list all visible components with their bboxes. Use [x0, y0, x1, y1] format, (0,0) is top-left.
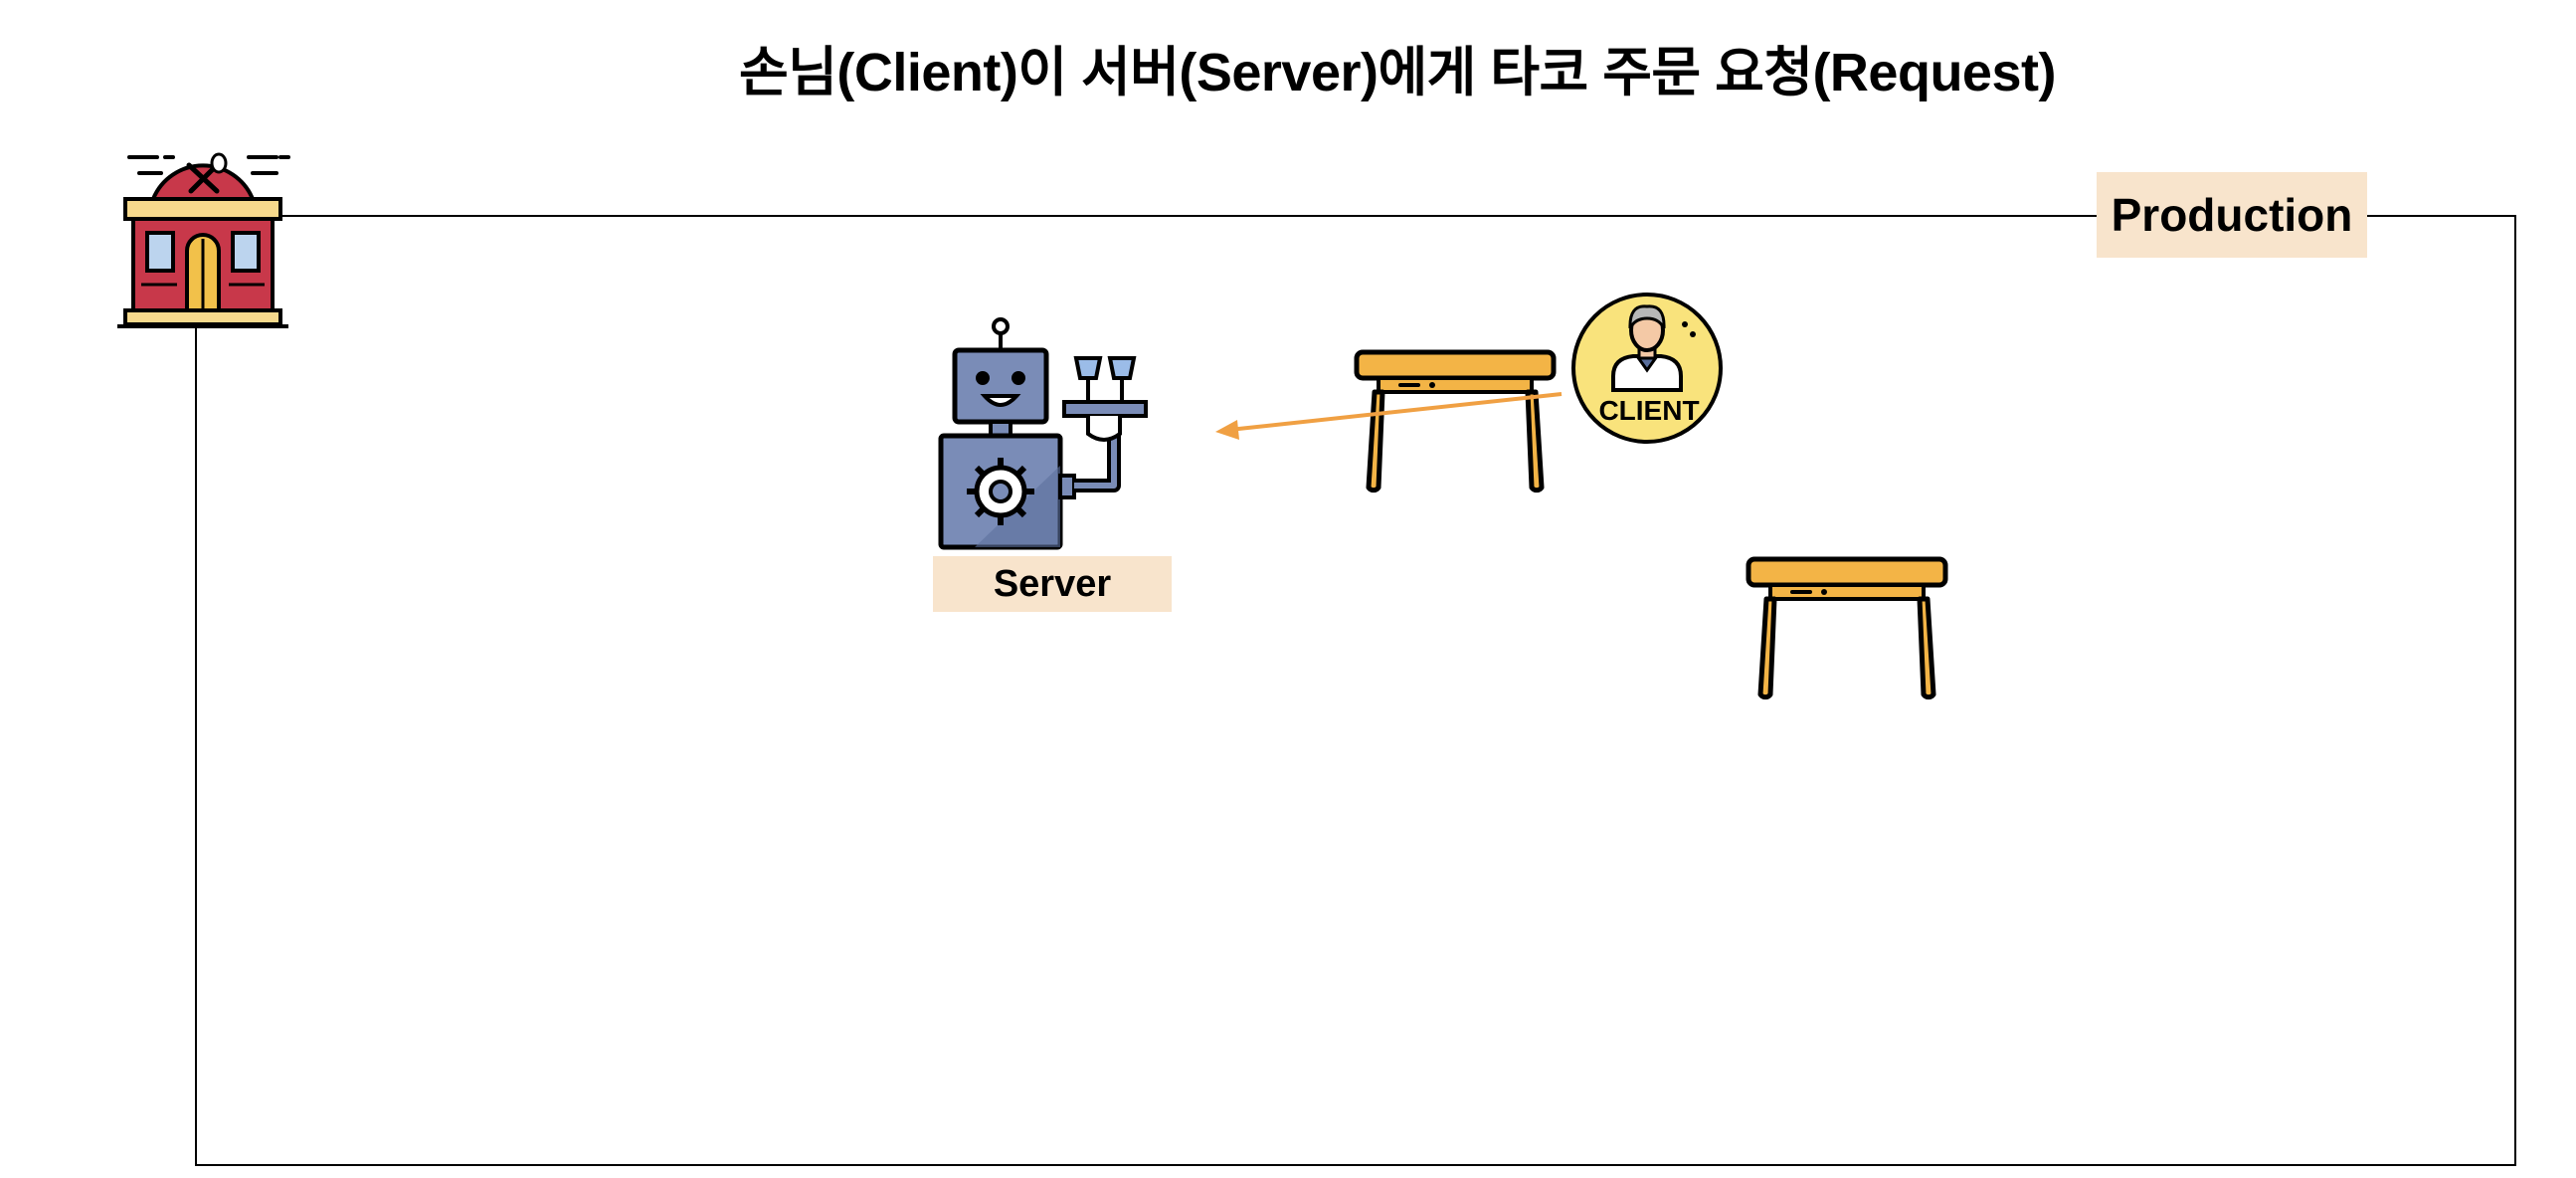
table-icon: [1746, 556, 1948, 700]
production-label: Production: [2097, 172, 2367, 258]
diagram-title: 손님(Client)이 서버(Server)에게 타코 주문 요청(Reques…: [739, 43, 2056, 102]
request-arrow: [1215, 392, 1563, 440]
client-person-icon: [1571, 293, 1723, 444]
server-label: Server: [933, 556, 1172, 612]
table-icon: [1354, 349, 1557, 493]
client-badge-text: CLIENT: [1598, 395, 1699, 426]
